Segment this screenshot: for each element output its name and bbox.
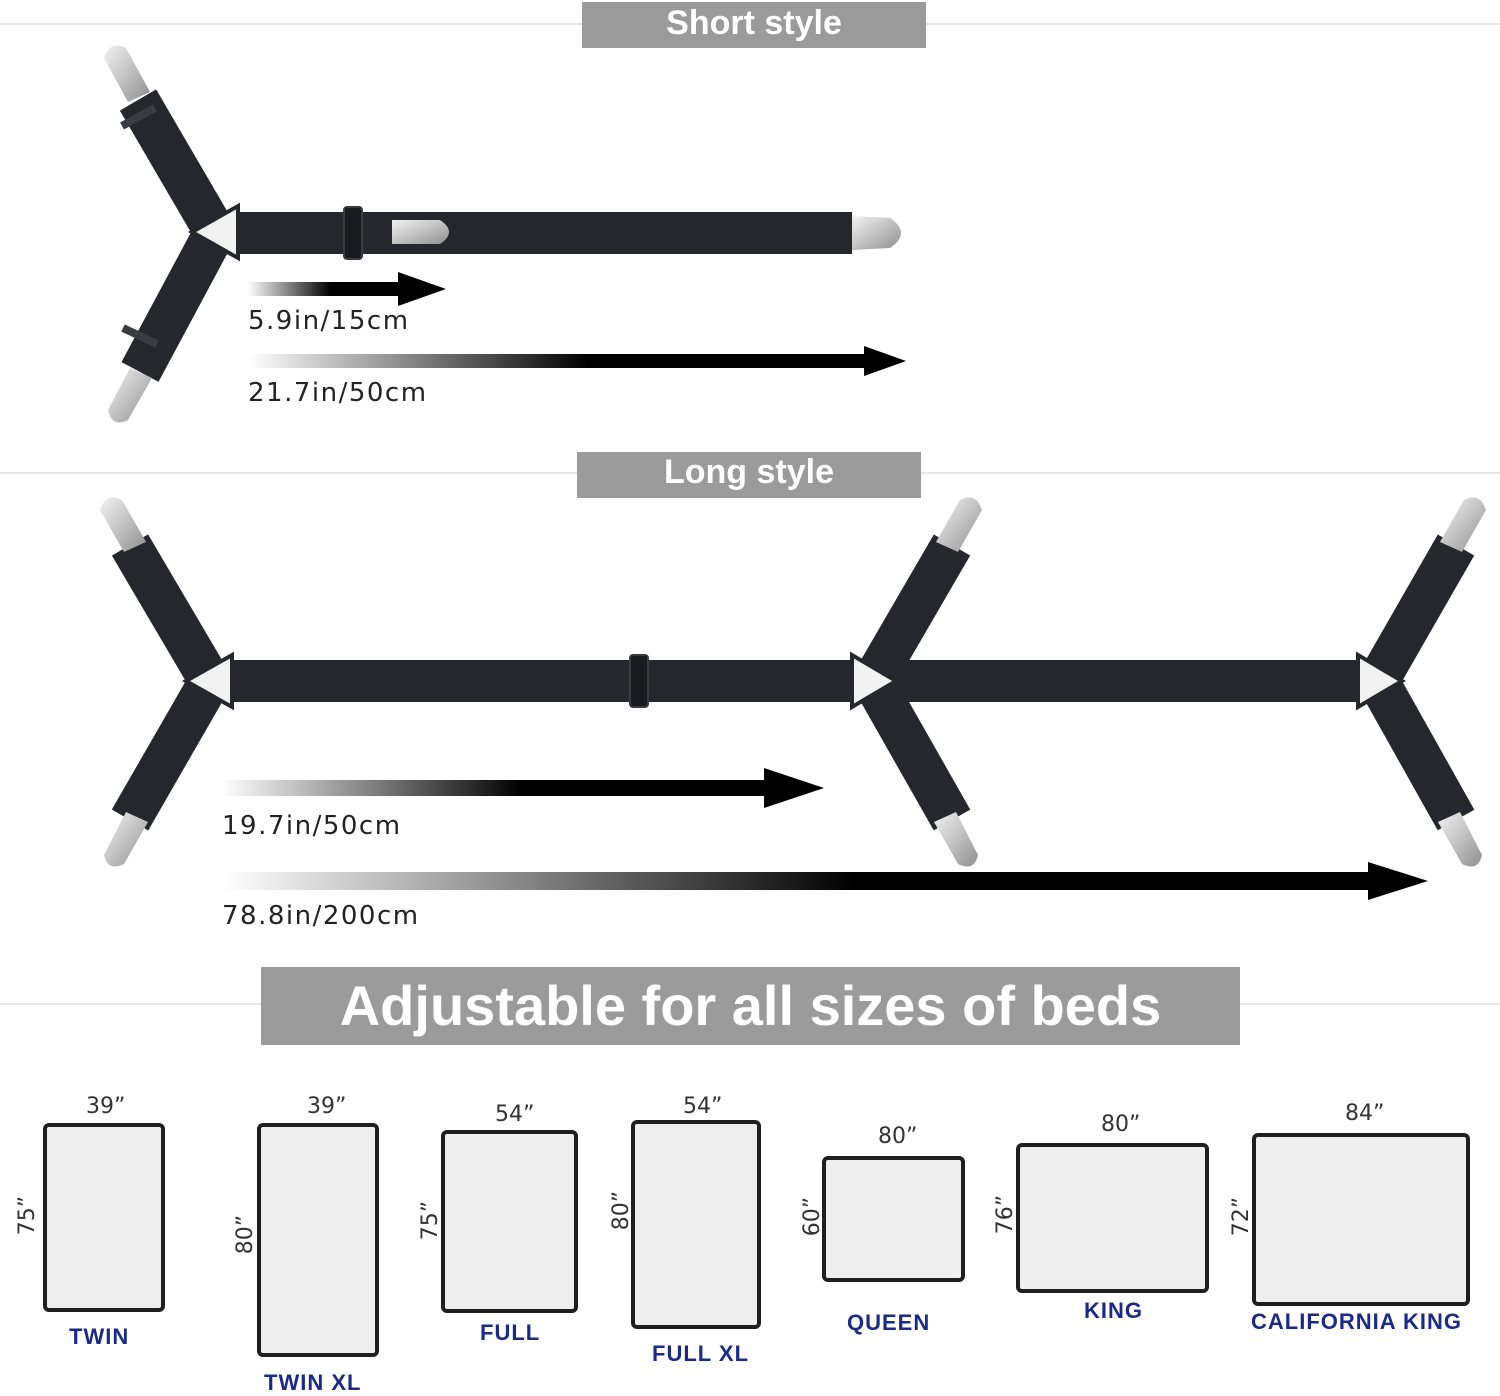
short-min-label: 5.9in/15cm xyxy=(248,306,410,336)
bed-length-full: 75” xyxy=(418,1200,444,1241)
bed-twin-xl xyxy=(257,1123,379,1357)
bed-name-full: FULL xyxy=(480,1320,541,1345)
bed-name-full-xl: FULL XL xyxy=(652,1341,750,1366)
bed-width-full: 54” xyxy=(495,1102,535,1127)
bed-queen xyxy=(822,1156,965,1282)
long-max-arrow xyxy=(222,862,1428,900)
bed-name-twin-xl: TWIN XL xyxy=(264,1370,362,1395)
long-strap xyxy=(100,497,1486,867)
bed-length-king: 76” xyxy=(993,1194,1019,1235)
short-max-label: 21.7in/50cm xyxy=(248,378,428,408)
long-min-label: 19.7in/50cm xyxy=(222,811,402,841)
short-min-arrow xyxy=(248,272,446,306)
bed-name-twin: TWIN xyxy=(69,1324,130,1349)
bed-width-twin-xl: 39” xyxy=(307,1094,347,1119)
long-min-arrow xyxy=(222,768,824,808)
bed-california-king xyxy=(1252,1133,1470,1306)
bed-name-queen: QUEEN xyxy=(847,1310,931,1335)
bed-length-twin-xl: 80” xyxy=(233,1214,259,1255)
bed-length-california-king: 72” xyxy=(1229,1196,1255,1237)
bed-width-twin: 39” xyxy=(86,1094,126,1119)
strap-illustration xyxy=(100,45,1486,900)
short-strap xyxy=(104,45,901,423)
bed-width-california-king: 84” xyxy=(1345,1101,1385,1126)
long-style-banner: Long style xyxy=(577,452,921,498)
short-style-title: Short style xyxy=(666,4,842,42)
bed-name-california-king: CALIFORNIA KING xyxy=(1251,1309,1462,1334)
sizes-title: Adjustable for all sizes of beds xyxy=(339,974,1162,1037)
bed-length-twin: 75” xyxy=(15,1195,41,1236)
bed-width-full-xl: 54” xyxy=(683,1094,723,1119)
bed-width-queen: 80” xyxy=(878,1124,918,1149)
long-max-label: 78.8in/200cm xyxy=(222,901,420,931)
sizes-banner: Adjustable for all sizes of beds xyxy=(261,967,1240,1045)
bed-full xyxy=(441,1130,578,1313)
bed-king xyxy=(1016,1143,1209,1293)
bed-twin xyxy=(43,1123,165,1312)
long-style-title: Long style xyxy=(663,453,835,491)
bed-full-xl xyxy=(631,1120,761,1329)
bed-name-king: KING xyxy=(1084,1298,1143,1323)
short-style-banner: Short style xyxy=(582,2,926,48)
bed-width-king: 80” xyxy=(1101,1112,1141,1137)
short-max-arrow xyxy=(248,346,906,376)
